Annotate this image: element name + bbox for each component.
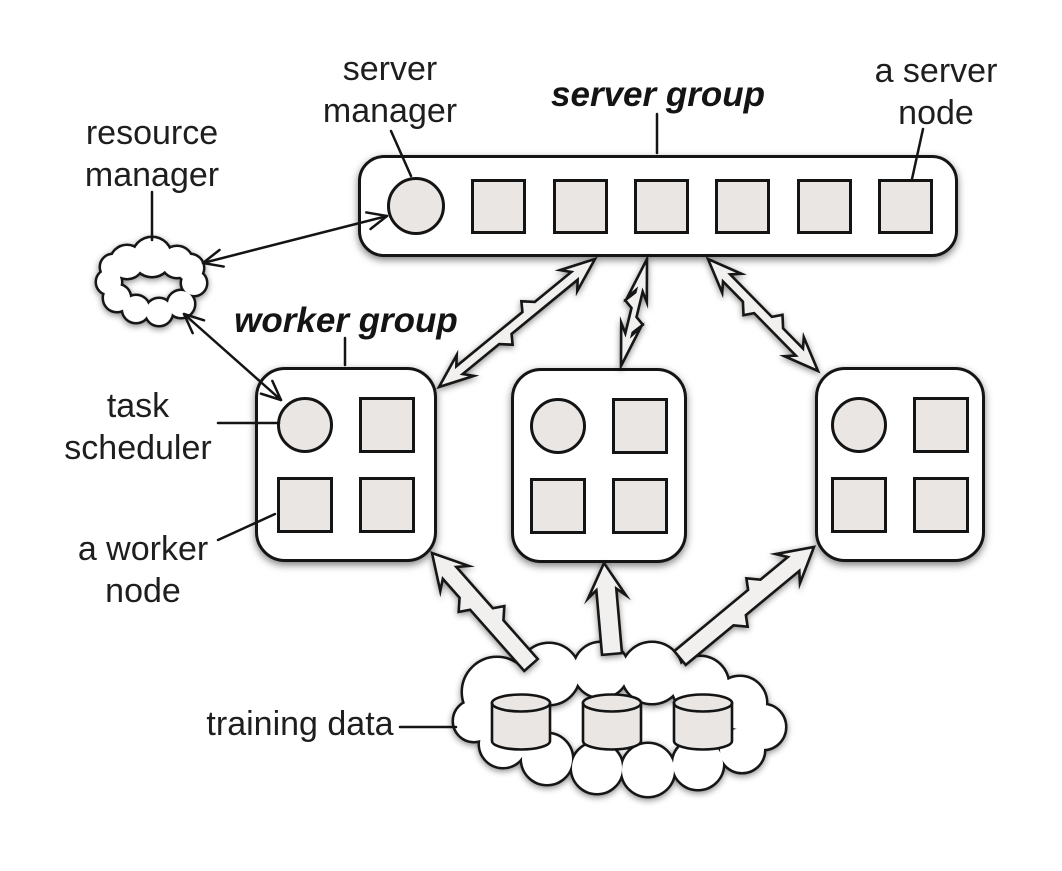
worker-node	[530, 477, 586, 534]
worker-node	[913, 396, 969, 453]
worker-node	[359, 476, 415, 533]
training-data-partitions	[490, 693, 734, 751]
task-scheduler-node	[530, 397, 586, 454]
training-data-cloud	[451, 640, 788, 799]
task-scheduler-label-line1: task	[106, 387, 170, 425]
resource-manager-label-line2: manager	[84, 156, 220, 194]
training-data-partition-top	[490, 693, 552, 713]
server-node	[796, 178, 852, 234]
training-data-partition	[672, 701, 734, 751]
server-group-label-text: server group	[551, 75, 765, 114]
a-worker-node-label-line2: node	[105, 572, 181, 610]
training-data-partition	[490, 701, 552, 751]
resource-manager-cloud-fill	[97, 238, 206, 325]
a-worker-node-label: a worker node	[33, 528, 253, 612]
task-scheduler-node	[277, 396, 333, 453]
worker-node	[913, 476, 969, 533]
a-server-node-label: a server node	[826, 50, 1046, 134]
server-node	[633, 178, 689, 234]
worker-group-label: worker group	[196, 300, 496, 342]
server-manager-node	[387, 177, 445, 235]
server-manager-label: server manager	[280, 48, 500, 132]
server-node	[877, 178, 933, 234]
resource-manager-label-line1: resource	[85, 114, 219, 152]
training-data-label: training data	[190, 703, 410, 745]
training-data-cloud-fill	[454, 643, 785, 796]
a-worker-node-label-line1: a worker	[77, 530, 209, 568]
worker-node	[359, 396, 415, 453]
worker-group-box-1	[255, 367, 437, 562]
server-manager-label-line2: manager	[322, 92, 458, 130]
a-server-node-label-line1: a server	[874, 52, 998, 90]
worker-group-box-3	[815, 367, 985, 562]
server-node	[471, 178, 527, 234]
worker-group-label-text: worker group	[234, 301, 458, 340]
task-scheduler-label-line2: scheduler	[64, 429, 212, 467]
task-scheduler-label: task scheduler	[28, 385, 248, 469]
arrow-data-worker-1	[430, 551, 540, 673]
worker-node	[612, 477, 668, 534]
training-data-partition-top	[672, 693, 734, 713]
a-server-node-label-line2: node	[898, 94, 974, 132]
worker-node	[277, 476, 333, 533]
training-data-partition-top	[581, 693, 643, 713]
worker-node	[831, 476, 887, 533]
server-node	[715, 178, 771, 234]
arrow-server-worker-2	[619, 253, 649, 372]
training-data-partition	[581, 701, 643, 751]
server-manager-label-line1: server	[342, 50, 438, 88]
resource-manager-cloud	[94, 235, 209, 328]
worker-group-box-2	[511, 368, 687, 563]
arrow-data-worker-3	[672, 545, 817, 667]
server-group-box	[358, 155, 958, 257]
task-scheduler-node	[831, 396, 887, 453]
worker-node	[612, 397, 668, 454]
training-data-label-text: training data	[206, 705, 394, 743]
resource-manager-label: resource manager	[42, 112, 262, 196]
server-group-label: server group	[508, 74, 808, 116]
arrow-server-worker-3	[705, 256, 821, 374]
server-node	[552, 178, 608, 234]
arrow-data-worker-2	[584, 560, 631, 657]
